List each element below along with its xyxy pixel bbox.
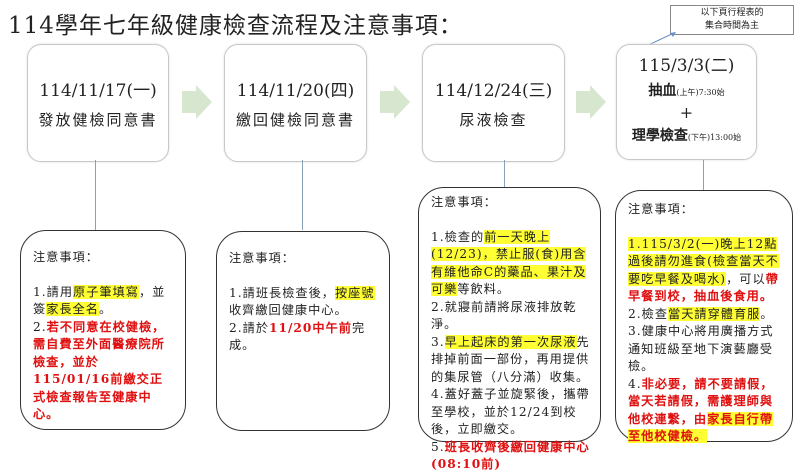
notes-text-segment: 完成。 [229, 320, 366, 353]
step-label: 繳回健檢同意書 [235, 111, 355, 129]
step-date: 114/12/24(三) [434, 81, 553, 101]
step-label: 發放健檢同意書 [38, 111, 158, 129]
notes-box-2: 注意事項：1.請班長檢查後，按座號收齊繳回健康中心。2.請於11/20中午前完成… [216, 231, 390, 431]
notes-text-segment: 2.檢查 [628, 306, 669, 321]
step-3-card: 114/12/24(三) 尿液檢查 [422, 44, 565, 162]
notes-box-3: 注意事項： 1.檢查的前一天晚上(12/23)，禁止服(食)用含有維他命C的藥品、… [418, 187, 601, 471]
notes-item: 4.蓋好蓋子並旋緊後，攜帶至學校，並於12/24到校後，立即繳交。 [431, 386, 590, 439]
notes-item: 3.健康中心將用廣播方式通知班級至地下演藝廳受檢。 [628, 323, 782, 376]
notes-text-segment: 收齊繳回健康中心。 [229, 303, 348, 317]
notes-text-segment: 2. [33, 319, 47, 334]
notes-text-segment: 若不同意在校健檢，需自費至外面醫療院所檢查，並於115/01/16前繳交正式檢查… [33, 319, 166, 422]
notes-heading: 注意事項： [33, 250, 99, 264]
notes-text-segment: 1.請用 [33, 284, 74, 299]
notes-item: 2.就寢前請將尿液排放乾淨。 [431, 299, 590, 334]
notes-text-segment: 。 [760, 306, 774, 321]
notes-item: 1.請班長檢查後，按座號收齊繳回健康中心。 [229, 285, 379, 320]
connector-line [703, 160, 704, 190]
step-1-card: 114/11/17(一) 發放健檢同意書 [27, 44, 169, 162]
arrow-right-icon [380, 85, 410, 119]
notes-text-segment: 4. [628, 376, 642, 391]
notes-text-segment: 家長全名 [46, 302, 99, 316]
notes-text-segment: 當天請穿體育服 [668, 306, 761, 321]
notes-text-segment: 1.請班長檢查後， [229, 285, 335, 300]
notes-box-1: 注意事項：1.請用原子筆填寫，並簽家長全名。2.若不同意在校健檢，需自費至外面醫… [20, 230, 186, 430]
step-2-card: 114/11/20(四) 繳回健檢同意書 [224, 44, 367, 162]
notes-text-segment: 2.就寢前請將尿液排放乾淨。 [431, 299, 577, 332]
notes-item: 2.請於11/20中午前完成。 [229, 320, 379, 355]
page-title: 114學年七年級健康檢查流程及注意事項： [8, 13, 463, 39]
step-time: (上午)7:30始 [676, 88, 725, 97]
notes-text-segment: 先排掉前面一部份，再用提供的集尿管（八分滿）收集。 [431, 334, 590, 384]
notes-item: 1.檢查的前一天晚上(12/23)，禁止服(食)用含有維他命C的藥品、果汁及可樂… [431, 229, 590, 299]
arrow-right-icon [576, 85, 606, 119]
step-label: 尿液檢查 [459, 111, 528, 129]
notes-text-segment: 非必要，請不要請假，當天若請假，需護理師與他校連繫，由 [628, 376, 774, 426]
notes-item: 2.若不同意在校健檢，需自費至外面醫療院所檢查，並於115/01/16前繳交正式… [33, 319, 175, 424]
notes-text-segment: 11/20中午前 [269, 320, 352, 335]
step-label: 抽血 [648, 83, 677, 99]
step-date: 114/11/17(一) [39, 81, 157, 101]
step-date: 114/11/20(四) [236, 81, 355, 101]
notes-text-segment: 原子筆填寫 [73, 284, 139, 299]
step-time: (下午)13:00始 [687, 133, 742, 142]
connector-line [302, 160, 303, 230]
callout-line: 以下頁行程表的 [700, 8, 764, 18]
notes-text-segment: 3. [431, 334, 445, 349]
notes-text-segment: 等飲料。 [457, 282, 511, 296]
notes-text-segment: 1.檢查的 [431, 229, 485, 244]
connector-line [504, 160, 505, 187]
arrow-right-icon [182, 85, 212, 119]
notes-box-4: 注意事項： 1.115/3/2(一)晚上12點過後請勿進食(檢查當天不要吃早餐及喝… [615, 190, 793, 443]
notes-text-segment: 4.蓋好蓋子並旋緊後，攜帶至學校，並於12/24到校後，立即繳交。 [431, 387, 590, 436]
notes-text-segment: 早上起床的第一次尿液 [444, 334, 577, 349]
notes-heading: 注意事項： [628, 202, 694, 216]
step-date: 115/3/3(二) [638, 56, 735, 76]
notes-text-segment: ，並簽 [33, 284, 166, 317]
plus-sign: + [679, 103, 694, 122]
callout-note: 以下頁行程表的 集合時間為主 [670, 5, 794, 35]
notes-text-segment: 2.請於 [229, 320, 270, 335]
notes-text-segment: 。 [98, 302, 113, 316]
step-label: 理學檢查 [631, 128, 688, 144]
notes-item: 3.早上起床的第一次尿液先排掉前面一部份，再用提供的集尿管（八分滿）收集。 [431, 334, 590, 387]
notes-heading: 注意事項： [229, 251, 295, 265]
connector-line [95, 160, 96, 230]
notes-item: 4.非必要，請不要請假，當天若請假，需護理師與他校連繫，由家長自行帶至他校健檢。 [628, 376, 782, 446]
notes-text-segment: 按座號 [334, 285, 375, 300]
notes-item: 2.檢查當天請穿體育服。 [628, 306, 782, 324]
notes-text-segment: 5. [431, 439, 445, 454]
step-4-card: 115/3/3(二) 抽血(上午)7:30始 + 理學檢查(下午)13:00始 [616, 44, 757, 160]
notes-text-segment: ，可以 [726, 271, 766, 286]
callout-line: 集合時間為主 [704, 21, 759, 31]
notes-text-segment: 3.健康中心將用廣播方式通知班級至地下演藝廳受檢。 [628, 324, 774, 373]
notes-item: 1.115/3/2(一)晚上12點過後請勿進食(檢查當天不要吃早餐及喝水)，可以… [628, 236, 782, 306]
notes-text-segment: 班長收齊後繳回健康中心(08:10前) [431, 439, 590, 472]
notes-item: 1.請用原子筆填寫，並簽家長全名。 [33, 284, 175, 319]
notes-item: 5.班長收齊後繳回健康中心(08:10前) [431, 439, 590, 474]
notes-text-segment: 帶早餐到校，抽血後食用。 [628, 271, 779, 304]
notes-heading: 注意事項： [431, 195, 497, 209]
